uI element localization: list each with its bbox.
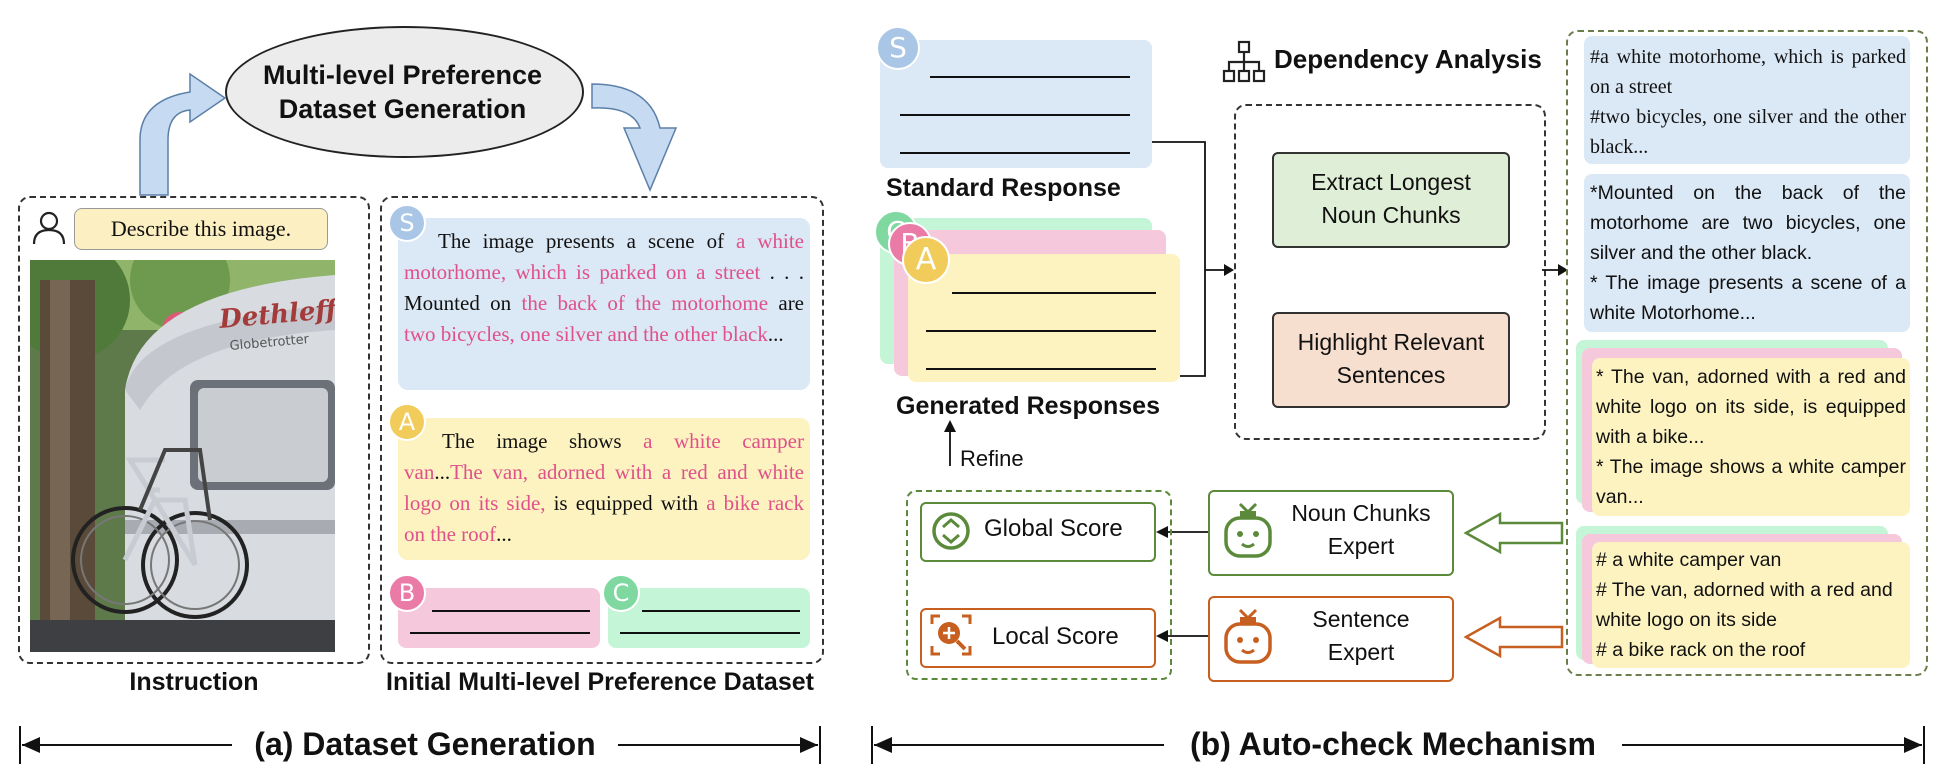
local-score-label: Local Score bbox=[992, 623, 1119, 650]
blue-text-1: #a white motorhome, which is parked on a… bbox=[1590, 46, 1906, 158]
noun-chunks-expert-box bbox=[1208, 490, 1454, 576]
dependency-box bbox=[1234, 104, 1546, 440]
photo-logo-sub: Globetrotter bbox=[229, 332, 310, 354]
refine-label: Refine bbox=[960, 446, 1024, 471]
robot-icon-orange bbox=[1224, 608, 1272, 664]
b-response-bubble bbox=[398, 588, 600, 648]
zoom-icon bbox=[930, 614, 972, 656]
dataset-caption: Initial Multi-level Preference Dataset bbox=[386, 668, 814, 696]
yellow-card-1 bbox=[1592, 358, 1910, 516]
s-response-bubble bbox=[398, 218, 810, 390]
standard-response-card bbox=[880, 40, 1152, 168]
noun-chunks-expert-label: Noun Chunks Expert bbox=[1291, 500, 1431, 559]
b-arrow-right-line bbox=[1622, 744, 1922, 746]
sentence-hollow-arrow bbox=[1463, 615, 1564, 659]
blue-card-1 bbox=[1584, 36, 1910, 164]
generated-card-a bbox=[908, 254, 1180, 382]
blue-text-2: *Mounted on the back of the motorhome ar… bbox=[1590, 182, 1906, 324]
s-badge: S bbox=[388, 204, 426, 242]
a-badge: A bbox=[388, 403, 426, 441]
score-box bbox=[906, 490, 1172, 680]
c-response-bubble bbox=[608, 588, 810, 648]
auto-check-label: (b) Auto-check Mechanism bbox=[1190, 726, 1596, 762]
local-score-box bbox=[920, 608, 1156, 668]
c-badge: C bbox=[602, 574, 640, 612]
c-line-2 bbox=[620, 632, 800, 634]
recycle-icon bbox=[932, 512, 970, 550]
instruction-panel bbox=[18, 196, 370, 664]
a-response-text: The image shows a white camper van...The… bbox=[404, 429, 804, 546]
motorhome-photo: Dethleffs Globetrotter bbox=[30, 260, 335, 652]
robot-icon-green bbox=[1224, 502, 1272, 558]
highlight-sentences-label: Highlight Relevant Sentences bbox=[1297, 329, 1485, 388]
noun-hollow-arrow bbox=[1463, 511, 1564, 555]
instruction-bubble: Describe this image. bbox=[74, 208, 328, 250]
gen-line-2 bbox=[926, 330, 1156, 332]
b-arrow-left-line bbox=[874, 744, 1164, 746]
ellipse-label: Multi-level Preference Dataset Generatio… bbox=[262, 60, 543, 124]
dataset-generation-label: (a) Dataset Generation bbox=[254, 726, 596, 762]
generated-responses-label: Generated Responses bbox=[896, 392, 1160, 420]
gen-line-3 bbox=[926, 368, 1156, 370]
dataset-panel bbox=[380, 196, 824, 664]
blue-card-2 bbox=[1584, 174, 1910, 332]
instruction-caption: Instruction bbox=[129, 668, 259, 696]
yellow-card-2 bbox=[1592, 542, 1910, 668]
standard-s-badge: S bbox=[876, 26, 920, 70]
a-response-bubble bbox=[398, 418, 810, 560]
yellow-text-1: * The van, adorned with a red and white … bbox=[1596, 366, 1906, 508]
std-line-2 bbox=[900, 114, 1130, 116]
highlight-sentences-box bbox=[1272, 312, 1510, 408]
dependency-analysis-title: Dependency Analysis bbox=[1274, 44, 1542, 74]
yellow-text-2: # a white camper van # The van, adorned … bbox=[1596, 549, 1893, 661]
sentence-expert-box bbox=[1208, 596, 1454, 682]
standard-response-label: Standard Response bbox=[886, 174, 1121, 202]
a-arrow-right-line bbox=[618, 744, 818, 746]
extract-noun-chunks-label: Extract Longest Noun Chunks bbox=[1311, 169, 1471, 228]
up-curved-arrow bbox=[139, 72, 227, 196]
hierarchy-icon bbox=[1222, 40, 1266, 83]
std-line-1 bbox=[930, 76, 1130, 78]
user-icon bbox=[32, 211, 66, 245]
right-text-panel bbox=[1566, 30, 1928, 676]
a-arrow-left-line bbox=[22, 744, 232, 746]
b-badge: B bbox=[388, 574, 426, 612]
global-score-label: Global Score bbox=[984, 515, 1123, 542]
b-arrow-heads bbox=[871, 726, 1925, 764]
down-curved-arrow bbox=[591, 83, 678, 192]
sentence-expert-label: Sentence Expert bbox=[1312, 606, 1410, 665]
std-line-3 bbox=[900, 152, 1130, 154]
ellipse-node bbox=[225, 26, 584, 158]
extract-noun-chunks-box bbox=[1272, 152, 1510, 248]
b-line-2 bbox=[410, 632, 590, 634]
s-response-text: The image presents a scene of a white mo… bbox=[404, 229, 805, 346]
global-score-box bbox=[920, 502, 1156, 562]
a-arrow-heads bbox=[19, 726, 821, 764]
gen-a-badge: A bbox=[902, 236, 950, 284]
gen-line-1 bbox=[952, 292, 1156, 294]
b-line-1 bbox=[432, 610, 590, 612]
c-line-1 bbox=[642, 610, 800, 612]
